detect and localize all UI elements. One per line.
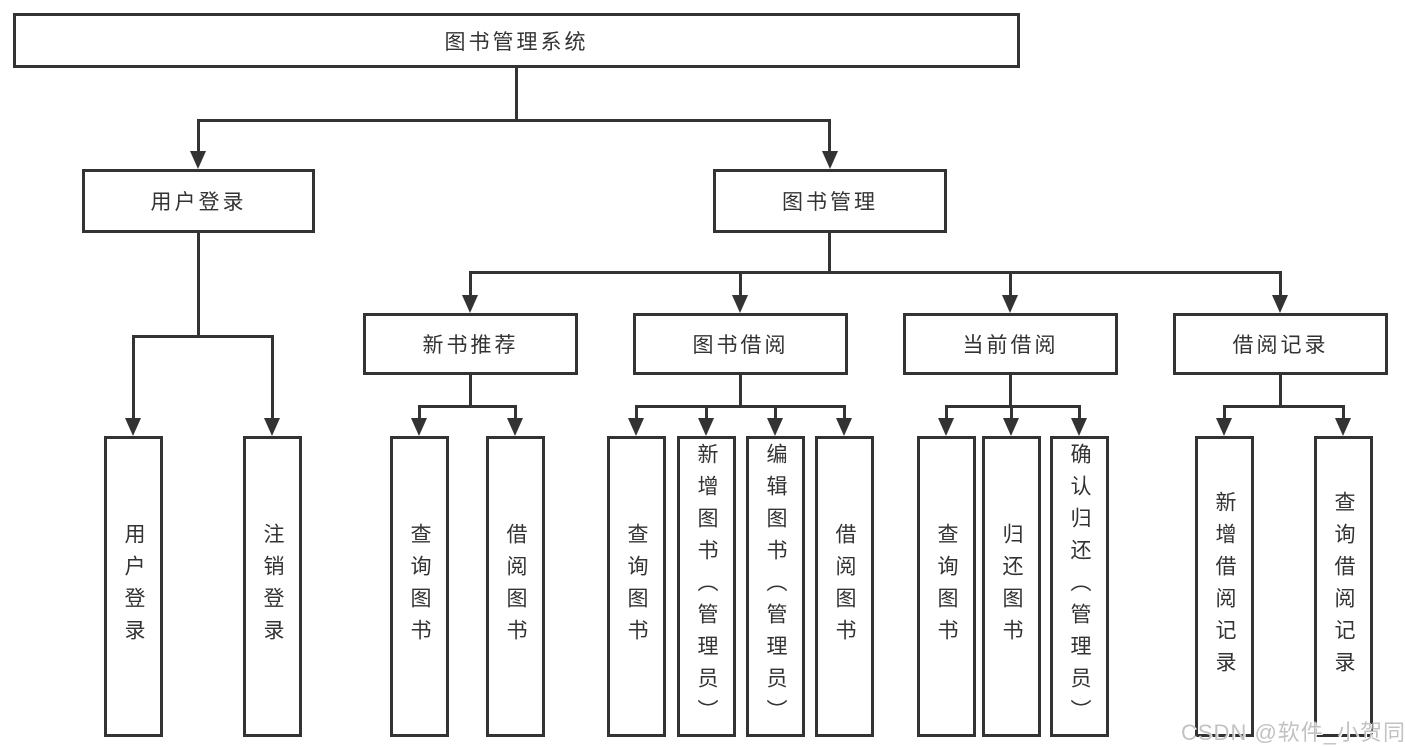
- arrow-down-icon: [411, 418, 427, 436]
- leaf-query-borrow-record: 查询借阅记录: [1314, 436, 1373, 737]
- connector-line: [945, 405, 948, 420]
- connector-line: [197, 119, 830, 122]
- leaf-confirm-return-admin: 确认归还（管理员）: [1050, 436, 1109, 737]
- csdn-watermark: CSDN @软件_小贺同学: [1181, 720, 1405, 745]
- leaf-query-books-borrow: 查询图书: [607, 436, 666, 737]
- arrow-down-icon: [1071, 418, 1087, 436]
- connector-line: [1279, 271, 1282, 297]
- arrow-down-icon: [732, 295, 748, 313]
- arrow-down-icon: [1335, 418, 1351, 436]
- connector-line: [1342, 405, 1345, 420]
- arrow-down-icon: [264, 418, 280, 436]
- connector-line: [774, 405, 777, 420]
- arrow-down-icon: [767, 418, 783, 436]
- connector-line: [514, 405, 517, 420]
- arrow-down-icon: [1272, 295, 1288, 313]
- connector-line: [1010, 405, 1013, 420]
- arrow-down-icon: [822, 151, 838, 169]
- node-user-login: 用户登录: [82, 169, 315, 233]
- leaf-return-books: 归还图书: [982, 436, 1041, 737]
- connector-line: [1223, 405, 1345, 408]
- leaf-add-borrow-record: 新增借阅记录: [1195, 436, 1254, 737]
- connector-line: [132, 335, 274, 338]
- connector-line: [132, 335, 135, 420]
- connector-line: [1279, 375, 1282, 407]
- connector-line: [469, 375, 472, 407]
- connector-line: [197, 119, 200, 152]
- arrow-down-icon: [938, 418, 954, 436]
- connector-line: [515, 68, 518, 122]
- leaf-edit-book-admin: 编辑图书（管理员）: [746, 436, 805, 737]
- arrow-down-icon: [1002, 295, 1018, 313]
- connector-line: [705, 405, 708, 420]
- node-new-book-recommend: 新书推荐: [363, 313, 578, 375]
- arrow-down-icon: [462, 295, 478, 313]
- arrow-down-icon: [507, 418, 523, 436]
- leaf-user-login: 用户登录: [104, 436, 163, 737]
- connector-line: [828, 119, 831, 152]
- leaf-add-book-admin: 新增图书（管理员）: [677, 436, 736, 737]
- arrow-down-icon: [190, 151, 206, 169]
- connector-line: [843, 405, 846, 420]
- connector-line: [945, 405, 1081, 408]
- connector-line: [1078, 405, 1081, 420]
- connector-line: [739, 375, 742, 407]
- leaf-logout: 注销登录: [243, 436, 302, 737]
- connector-line: [197, 233, 200, 337]
- arrow-down-icon: [836, 418, 852, 436]
- arrow-down-icon: [628, 418, 644, 436]
- leaf-query-books-current: 查询图书: [917, 436, 976, 737]
- connector-line: [418, 405, 517, 408]
- leaf-query-books-recommend: 查询图书: [390, 436, 449, 737]
- connector-line: [635, 405, 845, 408]
- arrow-down-icon: [125, 418, 141, 436]
- node-book-management: 图书管理: [713, 169, 947, 233]
- node-book-borrow: 图书借阅: [633, 313, 848, 375]
- connector-line: [828, 233, 831, 274]
- arrow-down-icon: [1003, 418, 1019, 436]
- connector-line: [1009, 375, 1012, 407]
- arrow-down-icon: [698, 418, 714, 436]
- leaf-borrow-books-recommend: 借阅图书: [486, 436, 545, 737]
- node-current-borrow: 当前借阅: [903, 313, 1118, 375]
- connector-line: [469, 271, 472, 297]
- connector-line: [1223, 405, 1226, 420]
- node-borrow-records: 借阅记录: [1173, 313, 1388, 375]
- node-root: 图书管理系统: [13, 13, 1020, 68]
- connector-line: [1009, 271, 1012, 297]
- connector-line: [418, 405, 421, 420]
- leaf-borrow-books: 借阅图书: [815, 436, 874, 737]
- connector-line: [635, 405, 638, 420]
- arrow-down-icon: [1216, 418, 1232, 436]
- connector-line: [469, 271, 1281, 274]
- connector-line: [271, 335, 274, 420]
- connector-line: [739, 271, 742, 297]
